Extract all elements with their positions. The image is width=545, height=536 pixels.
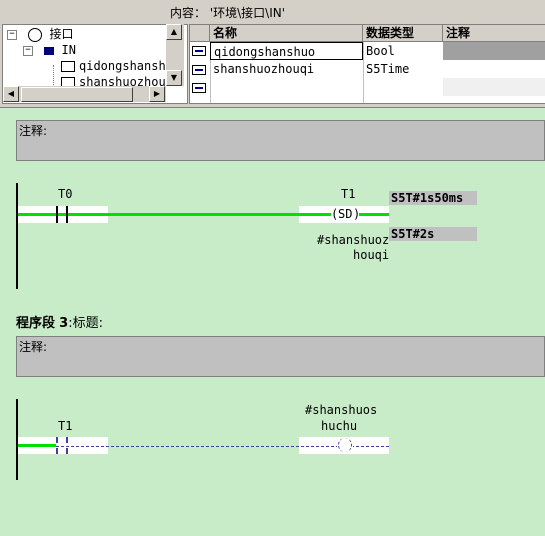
network-number: 3 xyxy=(59,316,69,331)
tree-item-label: shanshuozhou xyxy=(79,75,166,89)
splitter[interactable] xyxy=(0,104,545,108)
tree-node-root[interactable]: − 接口 xyxy=(7,26,73,42)
rung-wire xyxy=(18,213,389,216)
output-coil-icon[interactable] xyxy=(337,437,353,454)
variable-icon xyxy=(61,61,75,72)
variable-icon xyxy=(192,83,206,93)
contact-address[interactable]: T0 xyxy=(58,187,73,201)
coil-address-cont: huchu xyxy=(321,419,358,433)
tree-root-label: 接口 xyxy=(49,27,74,41)
content-title: 内容： '环境\接口\IN' xyxy=(170,6,286,20)
cell-comment[interactable] xyxy=(443,60,545,78)
comment-label: 注释: xyxy=(19,124,48,138)
scroll-left-icon[interactable]: ◀ xyxy=(3,86,19,102)
cell-comment[interactable] xyxy=(443,42,545,60)
comment-label: 注释: xyxy=(19,340,48,354)
in-icon xyxy=(44,46,55,55)
network-comment-box[interactable]: 注释: xyxy=(16,120,545,161)
interface-table: 名称 数据类型 注释 qidongshanshuo Bool shanshuoz… xyxy=(189,24,545,104)
table-corner xyxy=(190,25,210,42)
variable-icon xyxy=(192,65,206,75)
interface-icon xyxy=(28,27,43,42)
timer-address[interactable]: T1 xyxy=(341,187,356,201)
cell-name[interactable]: qidongshanshuo xyxy=(210,42,363,60)
cell-type[interactable]: S5Time xyxy=(366,62,410,76)
network-title-text: :标题: xyxy=(68,316,103,331)
tree-horizontal-scrollbar[interactable]: ◀ ▶ xyxy=(3,86,166,102)
scroll-up-icon[interactable]: ▲ xyxy=(166,24,182,40)
network-comment-box[interactable]: 注释: xyxy=(16,336,545,377)
collapse-icon[interactable]: − xyxy=(23,45,33,56)
no-contact-icon[interactable] xyxy=(56,206,68,223)
variable-icon xyxy=(192,46,206,56)
scroll-down-icon[interactable]: ▼ xyxy=(166,70,182,86)
rung-wire xyxy=(18,444,56,447)
tree-in-label: IN xyxy=(61,43,76,57)
power-rail xyxy=(16,183,18,289)
timer-param-label[interactable]: #shanshuoz xyxy=(317,233,390,247)
collapse-icon[interactable]: − xyxy=(7,29,17,40)
contact-cell xyxy=(18,437,108,454)
timer-param-field[interactable]: S5T#2s xyxy=(389,227,477,241)
contact-address[interactable]: T1 xyxy=(58,419,73,433)
coil-type-label: SD xyxy=(338,207,353,221)
cell-name[interactable]: shanshuozhouqi xyxy=(213,62,315,76)
rung-wire-inactive xyxy=(56,446,389,447)
cell-type[interactable]: Bool xyxy=(366,44,395,58)
header-name[interactable]: 名称 xyxy=(210,25,363,42)
tree-node-in[interactable]: − IN xyxy=(23,42,76,58)
scroll-right-icon[interactable]: ▶ xyxy=(149,86,165,102)
network-label: 程序段 xyxy=(16,316,56,331)
cell-comment[interactable] xyxy=(443,78,545,96)
scroll-thumb[interactable] xyxy=(21,87,133,102)
tree-dots xyxy=(53,65,55,91)
timer-param-label-cont: houqi xyxy=(353,248,390,262)
timer-value-field[interactable]: S5T#1s50ms xyxy=(389,191,477,205)
power-rail xyxy=(16,399,18,480)
no-contact-icon[interactable] xyxy=(56,437,68,454)
header-type[interactable]: 数据类型 xyxy=(363,25,443,42)
cell-name[interactable] xyxy=(210,78,363,96)
network-title[interactable]: 程序段 3:标题: xyxy=(16,312,103,331)
tree-vertical-scrollbar[interactable]: ▲ ▼ xyxy=(166,24,184,86)
timer-coil-icon[interactable]: ( SD ) xyxy=(331,206,361,223)
coil-address[interactable]: #shanshuos xyxy=(305,403,378,417)
tree-item[interactable]: qidongshanshu xyxy=(61,58,173,74)
tree-item-label: qidongshanshu xyxy=(79,59,173,73)
header-comment[interactable]: 注释 xyxy=(443,25,545,42)
